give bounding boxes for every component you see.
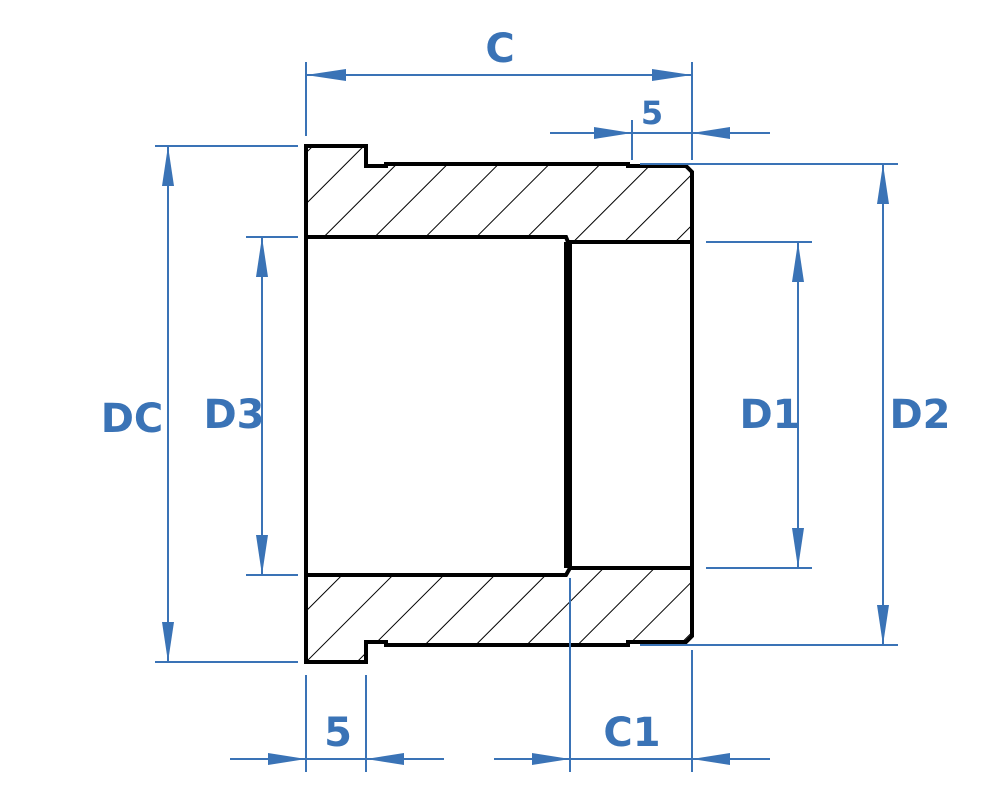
label-dc: DC (101, 396, 164, 442)
label-c: C (485, 26, 514, 72)
dimension-flange-width: 5 (230, 675, 444, 772)
label-top-offset: 5 (641, 94, 663, 132)
dimension-c1: C1 (494, 578, 770, 772)
label-flange-width: 5 (324, 710, 352, 756)
upper-wall-hatch (306, 146, 692, 242)
part-section (304, 144, 694, 664)
dimension-c: C (305, 26, 693, 160)
lower-wall-hatch (306, 568, 692, 662)
dimension-dc: DC (101, 145, 298, 663)
label-d3: D3 (203, 392, 264, 438)
dimension-d2: D2 (640, 163, 951, 646)
dimension-d1: D1 (706, 241, 812, 569)
label-d1: D1 (739, 392, 800, 438)
upper-wall-outline (304, 144, 694, 244)
lower-wall-outline (304, 566, 694, 664)
dimension-d3: D3 (203, 236, 298, 576)
label-d2: D2 (889, 392, 950, 438)
dimension-top-offset: 5 (550, 94, 770, 160)
label-c1: C1 (603, 710, 660, 756)
